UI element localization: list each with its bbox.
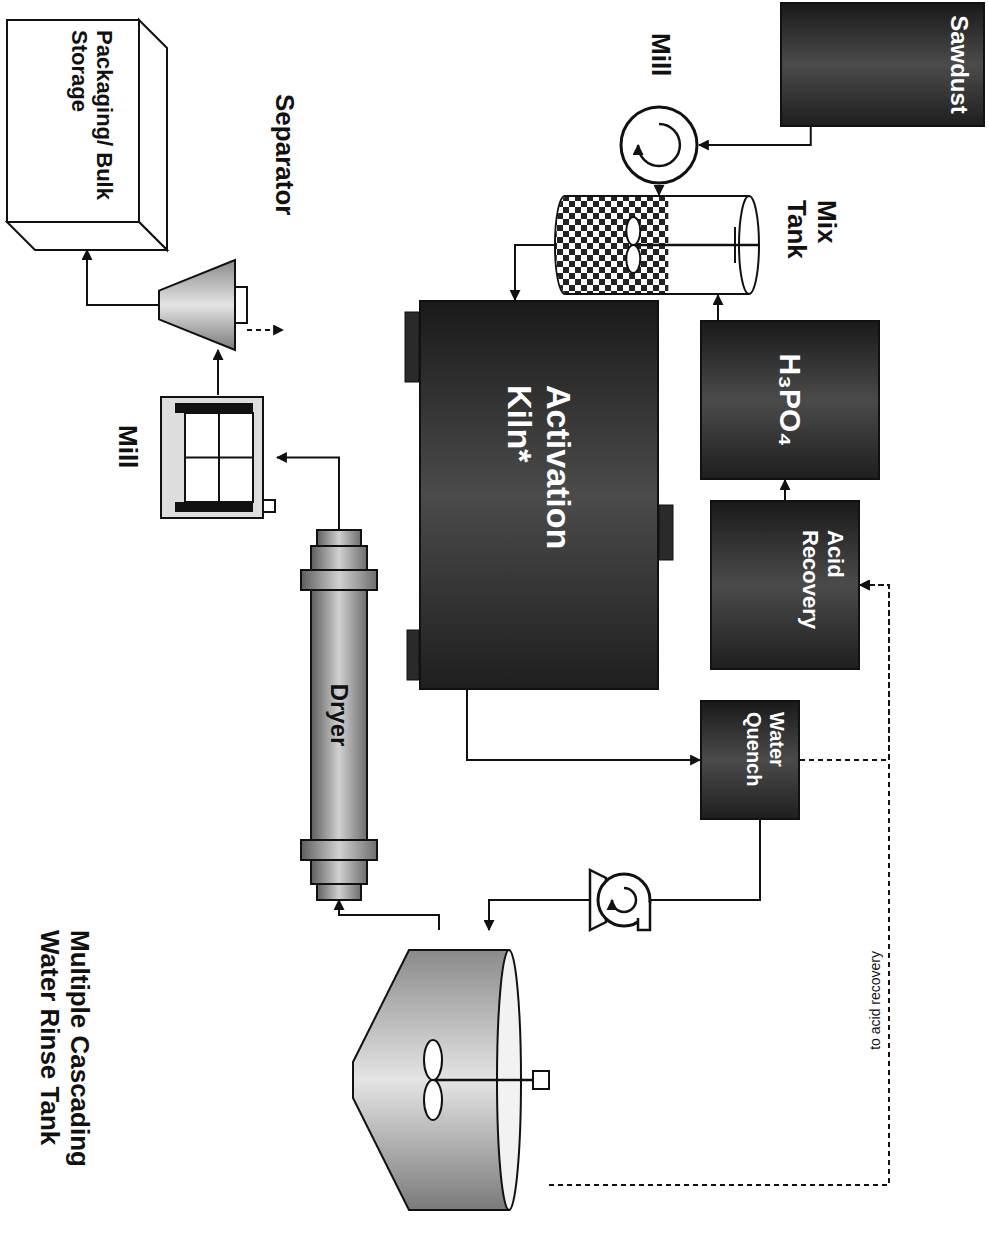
box-label: Sawdust	[945, 15, 973, 114]
flow-arrow	[699, 127, 811, 145]
rinse-outline	[349, 930, 549, 1230]
material-bin: Sawdust	[780, 2, 985, 127]
mill-symbol: Mill	[159, 395, 277, 520]
flow-arrow	[339, 900, 439, 930]
part-label: Packaging/ Bulk Storage	[66, 30, 117, 210]
rinse-tank: Multiple Cascading Water Rinse Tank	[349, 930, 549, 1230]
flow-arrow	[717, 295, 719, 320]
flow-arrow	[658, 185, 660, 195]
acid-tank: H₃PO₄	[700, 320, 880, 480]
part-label: Mill	[645, 33, 675, 95]
mix-tank: Mix Tank	[555, 195, 761, 295]
flow-arrow	[467, 690, 700, 760]
separator-outlet	[247, 329, 283, 331]
flow-arrow	[515, 245, 555, 300]
part-label: Mix Tank	[781, 200, 841, 290]
cyclone-separator: Separator	[159, 260, 247, 350]
flow-arrow	[784, 480, 786, 500]
edge-label: to acid recovery	[867, 948, 883, 1053]
box-label: H₃PO₄	[773, 353, 808, 446]
box-label: Water Quench	[742, 712, 788, 808]
process-box: Water Quench	[700, 700, 800, 820]
flow-arrow	[217, 350, 219, 395]
part-label: Dryer	[325, 684, 353, 747]
process-box: Acid Recovery	[710, 500, 860, 670]
part-label: Mill	[112, 425, 142, 505]
box-label: Activation Kiln*	[500, 385, 578, 605]
mix-outline	[555, 195, 761, 295]
sep-outline	[159, 260, 247, 350]
part-label: Separator	[269, 94, 299, 254]
mill-symbol: Mill	[619, 105, 699, 185]
kiln-box: Activation Kiln*	[419, 300, 659, 690]
dryer-drum: Dryer	[301, 530, 377, 900]
flow-arrow	[87, 250, 159, 305]
box-label: Acid Recovery	[797, 530, 848, 640]
flow-arrow	[489, 820, 760, 930]
mill2-outline	[159, 395, 277, 520]
mill1-outline	[619, 105, 699, 185]
part-label: Multiple Cascading Water Rinse Tank	[34, 930, 94, 1235]
storage-box: Packaging/ Bulk Storage	[7, 20, 167, 250]
flow-arrow	[277, 458, 339, 531]
pump-symbol	[590, 870, 650, 930]
